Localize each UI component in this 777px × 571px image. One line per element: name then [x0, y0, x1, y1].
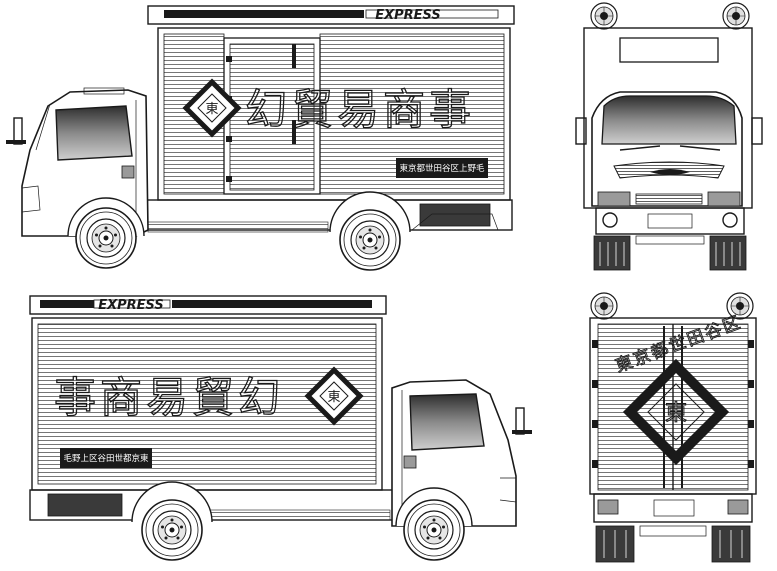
rear-wheel [339, 209, 401, 271]
rear-beacon-left [590, 292, 618, 320]
diamond-mark: 東 [205, 101, 218, 117]
side-view-left-facing: EXPRESS 事商易貿幻 東 毛野上区谷田世都京東 [29, 295, 532, 561]
express-label: EXPRESS [375, 8, 441, 23]
front-mirror-right [751, 117, 763, 145]
headlight-left [597, 191, 631, 207]
door-handle [121, 165, 135, 179]
tire-treads-front [599, 242, 741, 266]
express-label-2: EXPRESS [98, 298, 164, 313]
wipers [619, 145, 721, 151]
rear-door-hinges [592, 340, 754, 468]
front-bumper-full [595, 207, 745, 235]
windshield [601, 95, 737, 145]
cab-side-window [55, 105, 133, 161]
express-plate-2 [93, 299, 171, 309]
fuel-tank [419, 203, 491, 227]
beacon-right [722, 2, 750, 30]
rear-lock-bars [663, 326, 683, 488]
roof-visor [83, 87, 125, 95]
roof-rail-2 [29, 295, 387, 315]
address-text-2: 毛野上区谷田世都京東 [63, 453, 149, 464]
rear-diamond-mark: 東 [665, 401, 687, 426]
fog-lamp-right [722, 212, 738, 228]
front-view [575, 2, 763, 271]
rear-license-plate [653, 499, 695, 517]
roof-stripe-2a [40, 300, 94, 308]
diamond-mark-2: 東 [327, 389, 340, 405]
rear-axle [639, 525, 707, 537]
front-license-plate [647, 213, 693, 229]
lower-grille [635, 193, 703, 205]
front-bumper [21, 185, 41, 213]
roof-stripe [164, 10, 364, 18]
rear-diamond-logo: 東 [622, 358, 730, 466]
diamond-logo-2: 東 [304, 366, 364, 426]
roof-stripe-2b [172, 300, 372, 308]
rear-wheel-2 [141, 499, 203, 561]
company-name: 幻貿易商事 [245, 85, 475, 134]
underbody-line [411, 213, 499, 231]
side-door-slats [229, 43, 315, 191]
front-bumper-2 [499, 477, 517, 503]
headlight-right [707, 191, 741, 207]
front-tire-right [709, 235, 747, 271]
address-plate-2 [60, 448, 152, 468]
rear-bumper [593, 493, 753, 523]
diamond-logo: 東 [182, 78, 242, 138]
fog-lamp-left [602, 212, 618, 228]
address-text: 東京都世田谷区上野毛 [399, 163, 485, 174]
tail-light-left [597, 499, 619, 515]
front-tire-left [593, 235, 631, 271]
front-marker-panel [619, 37, 719, 63]
cab-side-window-2 [409, 393, 485, 451]
company-name-reversed: 事商易貿幻 [54, 373, 284, 422]
roof-rail [147, 5, 515, 25]
front-mirror-left [575, 117, 587, 145]
fuel-tank-2 [47, 493, 123, 517]
side-guard-2 [199, 509, 391, 521]
a-pillar [35, 103, 51, 151]
mirror-arm-2 [512, 430, 532, 434]
door-handle-2 [403, 455, 417, 469]
rear-view: 東京都世田谷区 東 [589, 292, 757, 563]
address-plate [396, 158, 488, 178]
front-wheel [75, 207, 137, 269]
front-wheel-2 [403, 499, 465, 561]
tire-treads-rear [603, 530, 743, 558]
tail-light-right [727, 499, 749, 515]
front-axle [635, 235, 705, 245]
beacon-left [590, 2, 618, 30]
side-view-right-facing: EXPRESS 東 幻貿易商事 東京都世田谷区上野毛 [6, 5, 515, 271]
mirror-arm [6, 140, 26, 144]
side-guard [147, 221, 329, 233]
front-emblem [650, 169, 690, 175]
express-plate [365, 9, 499, 19]
